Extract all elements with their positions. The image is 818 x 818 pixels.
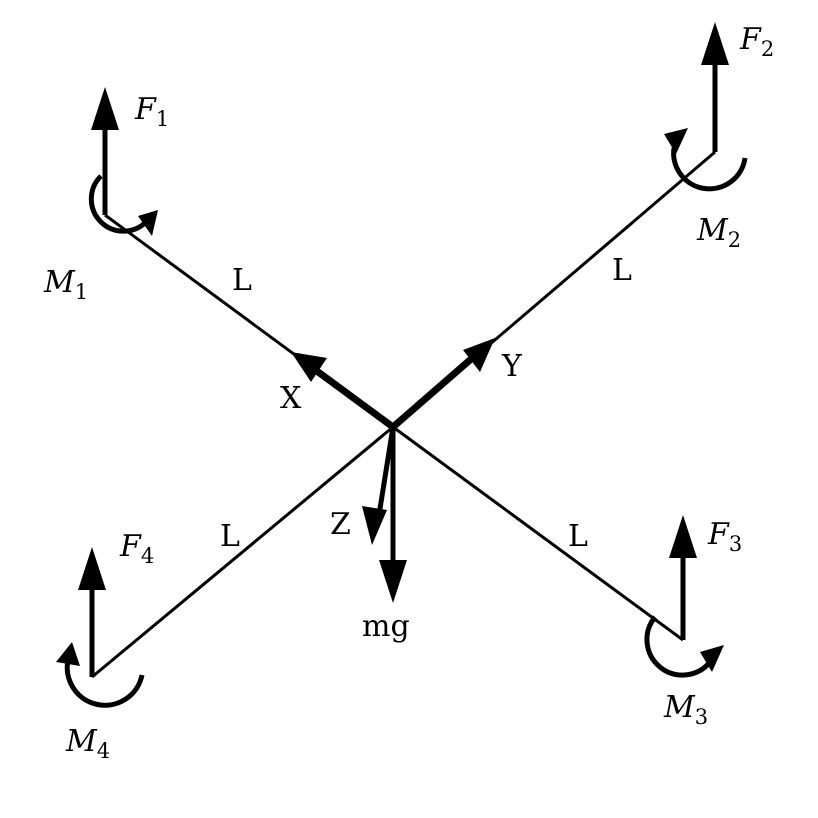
z-axis-label: Z [330,507,351,542]
arm-3 [392,425,684,642]
z-axis-arrowhead [362,506,387,545]
force-label-4: F4 [120,532,154,567]
force-subscript: 4 [140,544,155,568]
force-label-3: F3 [708,520,742,555]
arm-4 [91,425,394,679]
arm-length-label-4: L [220,519,240,554]
force-arrowhead-2 [701,22,729,65]
arm-length-label-2: L [612,253,632,288]
force-arrowhead-4 [78,547,106,590]
arm-length-label-1: L [232,263,252,298]
force-arrowhead-1 [91,87,119,130]
moment-label-4: M4 [66,727,110,762]
y-axis-arrow [390,350,481,430]
force-subscript: 3 [728,532,743,556]
moment-label-2: M2 [697,216,741,251]
moment-subscript: 1 [74,280,89,304]
force-arrowhead-3 [669,515,697,558]
moment-subscript: 3 [694,705,709,729]
force-symbol: F [708,517,729,552]
force-symbol: F [120,529,141,564]
moment-label-1: M1 [44,268,88,303]
gravity-label: mg [362,609,410,644]
force-symbol: F [135,92,156,127]
force-subscript: 2 [760,37,775,61]
moment-arrowhead-2 [664,128,688,154]
moment-arrowhead-1 [138,210,158,236]
x-axis-label: X [280,381,302,416]
moment-arrowhead-3 [700,645,724,672]
moment-subscript: 4 [96,739,111,763]
force-label-2: F2 [740,25,774,60]
moment-arc-1 [88,174,148,234]
force-label-1: F1 [135,95,169,130]
x-axis-arrow [307,363,396,430]
moment-arrowhead-4 [56,642,80,666]
moment-subscript: 2 [727,228,742,252]
gravity-arrowhead [379,560,407,603]
arm-length-label-3: L [568,519,588,554]
force-subscript: 1 [155,107,170,131]
moment-arc-3 [644,615,712,678]
force-symbol: F [740,22,761,57]
moment-arc-2 [671,147,748,192]
moment-label-3: M3 [664,693,708,728]
x-axis-arrowhead [291,352,327,382]
moment-symbol: M [664,690,695,725]
moment-symbol: M [697,213,728,248]
moment-arc-4 [64,659,145,708]
moment-symbol: M [66,724,97,759]
y-axis-label: Y [502,349,522,384]
y-axis-arrowhead [463,338,495,372]
moment-symbol: M [44,265,75,300]
